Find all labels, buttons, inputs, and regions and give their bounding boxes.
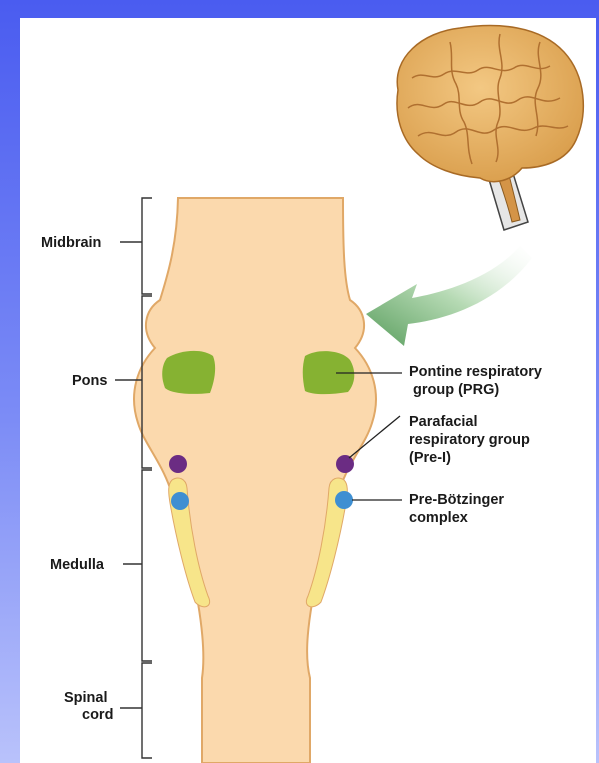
brain-icon bbox=[397, 26, 583, 230]
label-spinal-line2: cord bbox=[82, 707, 113, 723]
parafacial-dot-left bbox=[169, 455, 187, 473]
region-brackets bbox=[115, 198, 152, 758]
label-pre-botzinger-line2: complex bbox=[409, 510, 468, 526]
curved-arrow-icon bbox=[366, 246, 532, 346]
label-midbrain: Midbrain bbox=[41, 235, 101, 251]
label-medulla: Medulla bbox=[50, 557, 105, 573]
pre-botzinger-dot-right bbox=[335, 491, 353, 509]
label-pons: Pons bbox=[72, 373, 107, 389]
label-prg-line2: group (PRG) bbox=[413, 382, 499, 398]
brainstem-diagram: Midbrain Pons Medulla Spinal cord Pontin… bbox=[20, 18, 596, 763]
parafacial-dot-right bbox=[336, 455, 354, 473]
prg-left bbox=[162, 351, 215, 394]
label-parafacial-line3: (Pre-I) bbox=[409, 450, 451, 466]
pre-botzinger-dot-left bbox=[171, 492, 189, 510]
label-prg-line1: Pontine respiratory bbox=[409, 364, 542, 380]
label-parafacial-line1: Parafacial bbox=[409, 414, 478, 430]
label-pre-botzinger-line1: Pre-Bötzinger bbox=[409, 492, 504, 508]
label-parafacial-line2: respiratory group bbox=[409, 432, 530, 448]
diagram-panel: Midbrain Pons Medulla Spinal cord Pontin… bbox=[20, 18, 596, 763]
label-spinal-line1: Spinal bbox=[64, 690, 108, 706]
